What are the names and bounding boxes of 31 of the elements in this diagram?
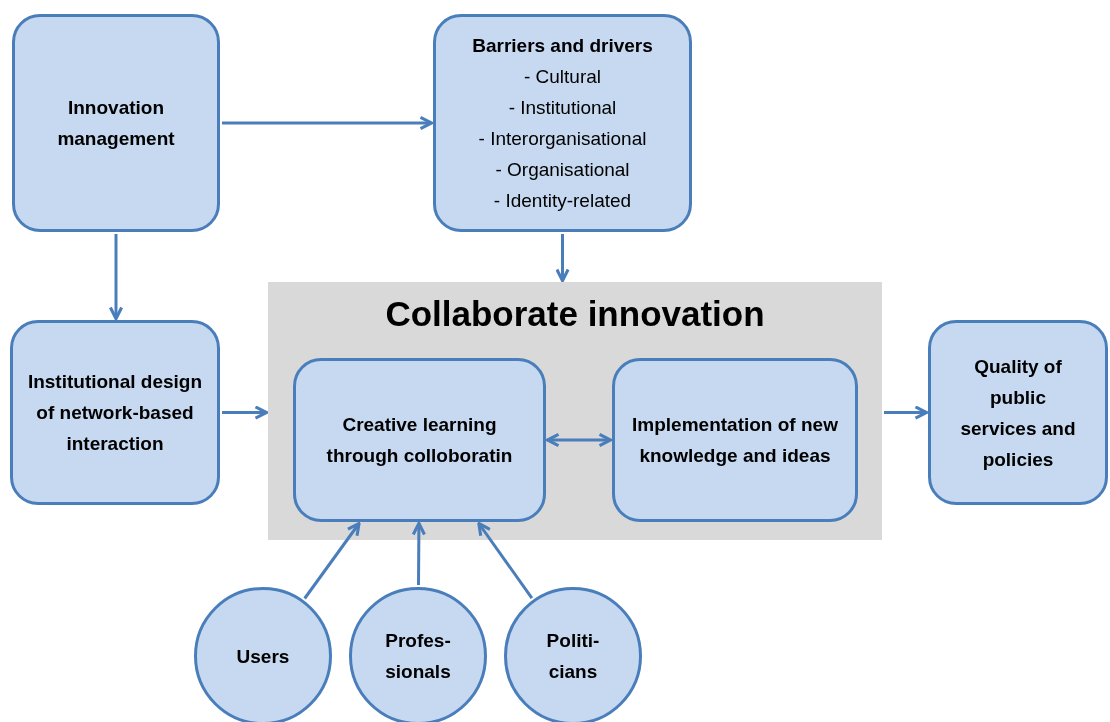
node-label: Profes- sionals xyxy=(384,629,452,684)
arrow xyxy=(477,521,534,599)
process-box xyxy=(612,358,858,522)
node-label: Implementation of new knowledge and ideas xyxy=(631,413,839,468)
arrow xyxy=(545,432,613,448)
arrow xyxy=(303,521,361,600)
list-item: - Institutional xyxy=(508,96,617,120)
list-item: - Organisational xyxy=(495,158,630,182)
node-label: Quality of public services and policies xyxy=(959,354,1077,472)
process-box xyxy=(12,14,220,232)
arrow xyxy=(411,521,426,585)
process-box xyxy=(10,320,220,505)
panel-title: Collaborate innovation xyxy=(385,294,765,334)
arrow xyxy=(222,405,269,420)
node-label: Creative learning through colloboratin xyxy=(325,413,514,468)
process-box xyxy=(293,358,546,522)
list-item: - Interorganisational xyxy=(478,127,647,151)
list-item: - Cultural xyxy=(523,65,602,89)
node-label: Politi- cians xyxy=(545,629,601,684)
list-item: - Identity-related xyxy=(493,189,632,213)
node-label: Barriers and drivers xyxy=(471,34,654,58)
node-label: Users xyxy=(235,644,291,669)
arrow xyxy=(222,115,434,131)
process-box xyxy=(433,14,692,232)
process-box xyxy=(928,320,1108,505)
arrow xyxy=(108,234,124,321)
node-label: Institutional design of network-based interaction xyxy=(26,370,204,456)
arrow xyxy=(555,234,570,283)
arrow xyxy=(884,405,929,420)
node-label: Innovation management xyxy=(56,96,176,151)
group-panel xyxy=(268,282,882,540)
